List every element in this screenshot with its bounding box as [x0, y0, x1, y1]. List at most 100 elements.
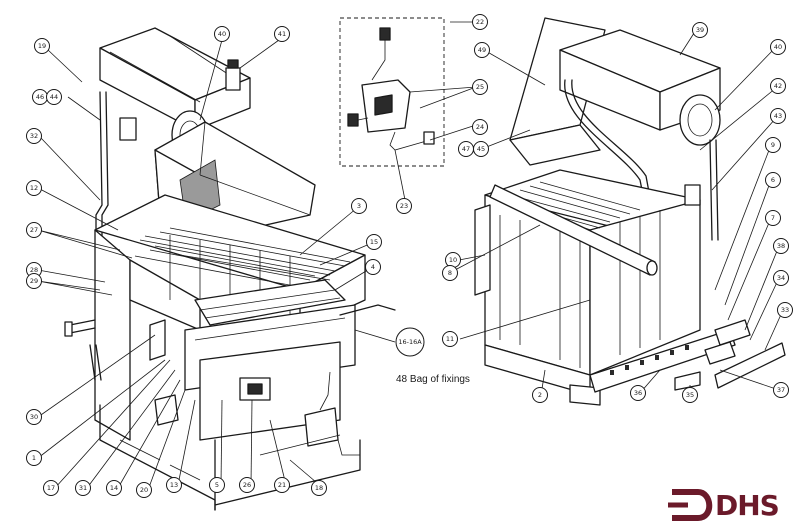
callout-label: 38: [777, 242, 785, 250]
callout-label: 24: [476, 123, 484, 131]
right-callout-33: 33: [777, 302, 793, 318]
callout-label: 45: [477, 145, 485, 153]
left-callout-41: 41: [274, 26, 290, 42]
callout-label: 4: [371, 263, 375, 271]
left-boiler-assembly: [64, 27, 396, 511]
callout-label: 6: [771, 176, 775, 184]
callout-label: 23: [400, 202, 408, 210]
callout-label: 21: [278, 481, 286, 489]
right-callout-38: 38: [773, 238, 789, 254]
callout-label: 42: [774, 82, 782, 90]
right-boiler-assembly: [474, 17, 786, 406]
callout-label: 32: [30, 132, 38, 140]
callout-label: 34: [777, 274, 785, 282]
left-callout-26: 26: [239, 477, 255, 493]
bag-of-fixings-note: 48 Bag of fixings: [396, 374, 470, 385]
callout-label: 49: [478, 46, 486, 54]
right-callout-36: 36: [630, 385, 646, 401]
callout-label: 43: [774, 112, 782, 120]
callout-label: 39: [696, 26, 704, 34]
callout-label: 13: [170, 481, 178, 489]
callout-label: 27: [30, 226, 38, 234]
left-callout-12: 12: [26, 180, 42, 196]
callout-label: 20: [140, 486, 148, 494]
callout-label: 44: [50, 93, 58, 101]
right-callout-11: 11: [442, 331, 458, 347]
callout-label: 25: [476, 83, 484, 91]
right-callout-25: 25: [472, 79, 488, 95]
right-callout-37: 37: [773, 382, 789, 398]
callout-label: 15: [370, 238, 378, 246]
right-callout-35: 35: [682, 387, 698, 403]
callout-label: 2: [538, 391, 542, 399]
right-callout-47: 47: [458, 141, 474, 157]
callout-label: 19: [38, 42, 46, 50]
left-callout-17: 17: [43, 480, 59, 496]
right-callout-2: 2: [532, 387, 548, 403]
callout-label: 31: [79, 484, 87, 492]
leader-lines: [37, 21, 784, 491]
left-callout-29: 29: [26, 273, 42, 289]
callout-label: 18: [315, 484, 323, 492]
left-callout-16-16A: 16-16A: [395, 327, 425, 357]
left-callout-3: 3: [351, 198, 367, 214]
callout-label: 30: [30, 413, 38, 421]
dhs-logo-mark: [668, 489, 713, 521]
callout-label: 36: [634, 389, 642, 397]
left-callout-32: 32: [26, 128, 42, 144]
left-callout-5: 5: [209, 477, 225, 493]
callout-label: 41: [278, 30, 286, 38]
right-callout-40: 40: [770, 39, 786, 55]
left-callout-21: 21: [274, 477, 290, 493]
callout-label: 5: [215, 481, 219, 489]
callout-label: 14: [110, 484, 118, 492]
left-callout-13: 13: [166, 477, 182, 493]
dhs-logo: DHS: [668, 488, 788, 522]
right-callout-24: 24: [472, 119, 488, 135]
left-callout-27: 27: [26, 222, 42, 238]
left-callout-18: 18: [311, 480, 327, 496]
dhs-logo-text: DHS: [715, 489, 780, 522]
left-callout-4: 4: [365, 259, 381, 275]
callout-label: 35: [686, 391, 694, 399]
callout-label: 3: [357, 202, 361, 210]
control-kit-inset: [339, 17, 445, 167]
callout-label: 47: [462, 145, 470, 153]
right-callout-23: 23: [396, 198, 412, 214]
callout-label: 33: [781, 306, 789, 314]
callout-label: 11: [446, 335, 454, 343]
right-callout-9: 9: [765, 137, 781, 153]
left-callout-14: 14: [106, 480, 122, 496]
right-callout-34: 34: [773, 270, 789, 286]
callout-label: 12: [30, 184, 38, 192]
right-callout-22: 22: [472, 14, 488, 30]
left-callout-40: 40: [214, 26, 230, 42]
left-callout-20: 20: [136, 482, 152, 498]
callout-label: 1: [32, 454, 36, 462]
callout-label: 29: [30, 277, 38, 285]
right-callout-10: 10: [445, 252, 461, 268]
callout-label: 37: [777, 386, 785, 394]
right-callout-39: 39: [692, 22, 708, 38]
callout-label: 16-16A: [398, 338, 422, 346]
right-callout-8: 8: [442, 265, 458, 281]
callout-label: 10: [449, 256, 457, 264]
right-callout-6: 6: [765, 172, 781, 188]
left-callout-31: 31: [75, 480, 91, 496]
left-callout-44: 44: [46, 89, 62, 105]
callout-label: 7: [771, 214, 775, 222]
right-callout-42: 42: [770, 78, 786, 94]
callout-label: 17: [47, 484, 55, 492]
left-callout-19: 19: [34, 38, 50, 54]
left-callout-1: 1: [26, 450, 42, 466]
left-callout-30: 30: [26, 409, 42, 425]
callout-label: 40: [774, 43, 782, 51]
left-callout-15: 15: [366, 234, 382, 250]
callout-label: 8: [448, 269, 452, 277]
right-callout-7: 7: [765, 210, 781, 226]
callout-label: 46: [36, 93, 44, 101]
right-callout-45: 45: [473, 141, 489, 157]
